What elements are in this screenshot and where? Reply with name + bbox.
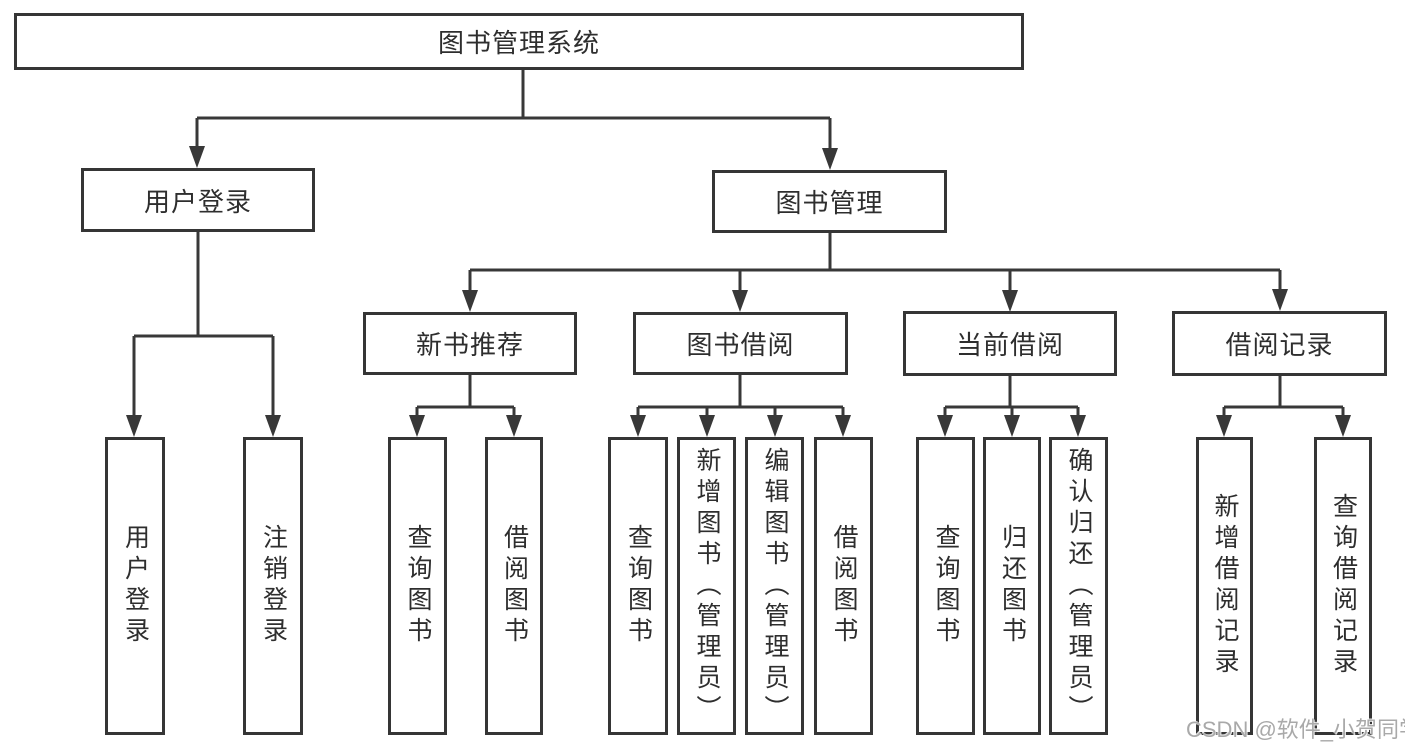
node-borrowing-records: 借阅记录 [1172,311,1387,376]
leaf-borrow-books-recommend: 借阅图书 [485,437,543,735]
leaf-user-login: 用户登录 [105,437,165,735]
leaf-label: 查询图书 [932,524,960,648]
leaf-add-borrow-record: 新增借阅记录 [1196,437,1253,735]
node-user-login: 用户登录 [81,168,315,232]
leaf-label: 编辑图书（管理员） [761,446,789,726]
leaf-label: 借阅图书 [830,524,858,648]
leaf-query-borrow-record: 查询借阅记录 [1314,437,1372,735]
leaf-label: 注销登录 [259,524,288,648]
leaf-label: 确认归还（管理员） [1065,446,1093,726]
leaf-label: 查询借阅记录 [1329,493,1358,679]
csdn-watermark: CSDN @软件_小贺同学 [1186,717,1405,742]
leaf-label: 查询图书 [404,524,432,648]
leaf-logout: 注销登录 [243,437,303,735]
leaf-label: 新增借阅记录 [1211,493,1239,679]
node-library-management-system: 图书管理系统 [14,13,1024,70]
leaf-query-books-recommend: 查询图书 [388,437,447,735]
node-book-borrowing: 图书借阅 [633,312,848,375]
leaf-add-books-admin: 新增图书（管理员） [677,437,736,735]
node-book-management: 图书管理 [712,170,947,233]
leaf-edit-books-admin: 编辑图书（管理员） [745,437,804,735]
node-current-borrowing: 当前借阅 [903,311,1117,376]
leaf-label: 归还图书 [998,524,1027,648]
leaf-query-books-current: 查询图书 [916,437,975,735]
leaf-label: 新增图书（管理员） [693,446,721,726]
node-new-book-recommendation: 新书推荐 [363,312,577,375]
leaf-label: 借阅图书 [500,524,529,648]
leaf-query-books-borrowing: 查询图书 [608,437,668,735]
leaf-confirm-return-admin: 确认归还（管理员） [1049,437,1108,735]
leaf-return-books: 归还图书 [983,437,1041,735]
leaf-label: 用户登录 [121,524,150,648]
leaf-label: 查询图书 [624,524,653,648]
leaf-borrow-books: 借阅图书 [814,437,873,735]
